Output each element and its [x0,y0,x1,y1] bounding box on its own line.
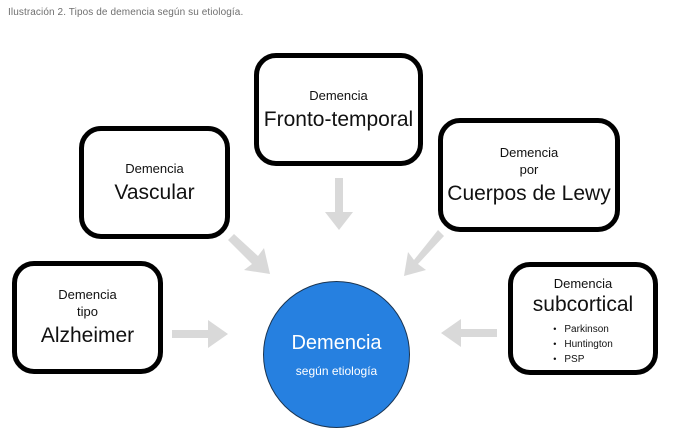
box-lewy-label-2: por [519,161,539,177]
box-alzheimer-title: Alzheimer [40,324,135,347]
box-lewy-title: Cuerpos de Lewy [447,181,611,205]
box-subcortical-label: Demencia [553,276,613,291]
box-subcortical: Demencia subcortical Parkinson Huntingto… [508,262,658,375]
box-alzheimer-label-2: tipo [77,304,98,319]
box-fronto-temporal-label: Demencia [309,87,368,103]
center-title: Demencia [291,331,382,354]
list-item-parkinson: Parkinson [553,322,613,337]
figure-caption: Ilustración 2. Tipos de demencia según s… [8,7,244,18]
center-subtitle: según etiología [295,363,378,378]
box-vascular: Demencia Vascular [79,126,230,239]
arrow-from-alzheimer-icon [172,320,228,348]
arrow-from-lewy-icon [404,230,444,276]
box-lewy-label: Demencia [499,144,559,160]
box-vascular-title: Vascular [114,180,195,204]
list-item-psp: PSP [553,352,613,367]
box-cuerpos-de-lewy: Demencia por Cuerpos de Lewy [438,118,620,232]
center-circle: Demencia según etiología [263,281,410,428]
arrow-from-subcortical-icon [441,319,497,347]
arrow-from-vascular-icon [228,234,270,274]
box-fronto-temporal: Demencia Fronto-temporal [254,53,423,166]
box-alzheimer-label: Demencia [58,287,117,302]
box-alzheimer: Demencia tipo Alzheimer [12,261,163,374]
list-item-huntington: Huntington [553,337,612,352]
subcortical-list: Parkinson Huntington PSP [553,322,613,367]
box-fronto-temporal-title: Fronto-temporal [263,107,414,131]
box-subcortical-title: subcortical [532,293,634,316]
arrow-from-fronto-temporal-icon [325,178,353,230]
box-vascular-label: Demencia [125,160,184,176]
